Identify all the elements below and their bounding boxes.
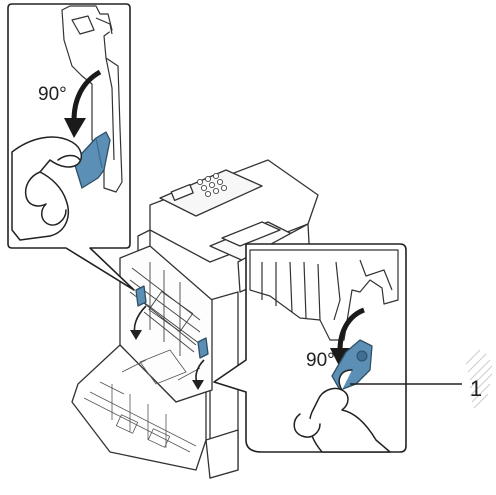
right-detail-callout: 90° [214, 244, 462, 452]
left-lever-small [136, 286, 146, 306]
left-angle-label: 90° [38, 84, 67, 105]
part-number-label: 1 [470, 376, 482, 401]
right-lever-small [198, 338, 208, 358]
left-detail-callout: 90° [8, 4, 134, 290]
part-number-marker: 1 [466, 350, 492, 408]
right-angle-label: 90° [306, 350, 335, 371]
